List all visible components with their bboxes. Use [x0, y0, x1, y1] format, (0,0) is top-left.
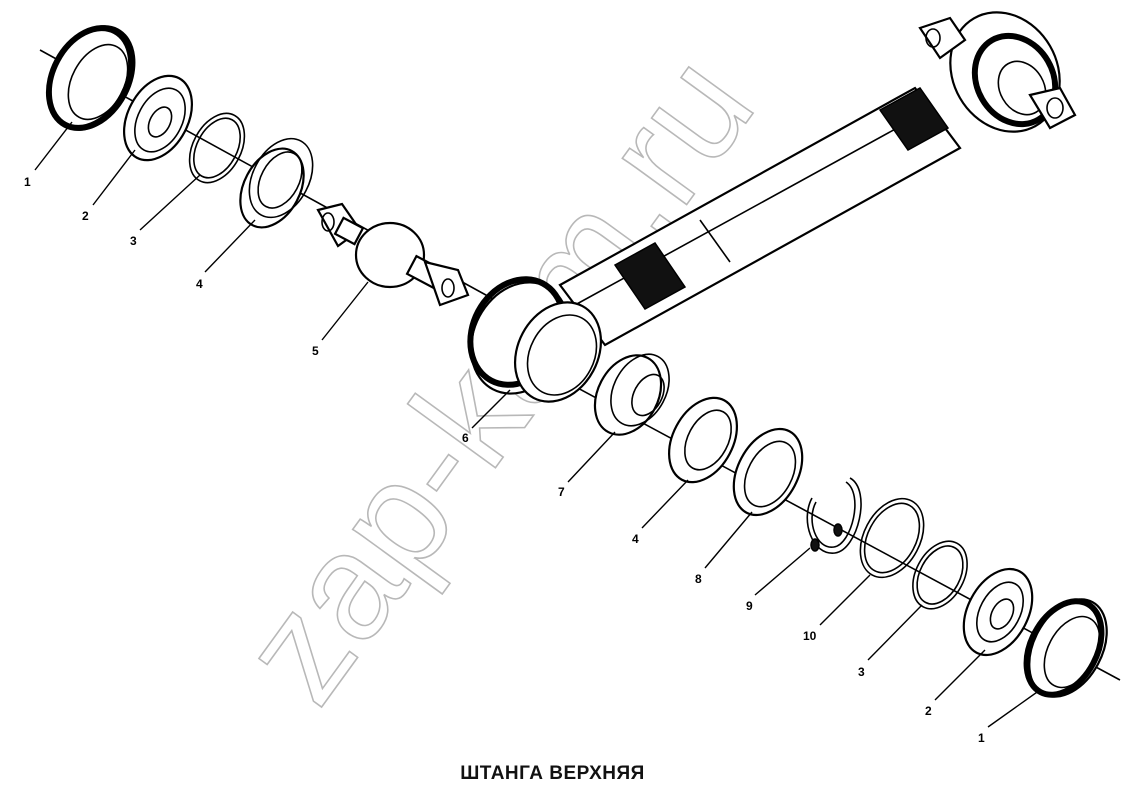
top-eye-inner	[997, 60, 1047, 116]
part-1-seal-upper	[45, 25, 136, 131]
rod-joint-line	[699, 219, 731, 263]
part-4-bushing-upper	[239, 137, 314, 229]
part-2-washer-upper	[123, 74, 193, 162]
callout-3-lower: 3	[858, 665, 865, 679]
part-7-bushing	[593, 353, 670, 436]
rod-top-eye	[918, 11, 1077, 133]
part-1-seal-lower	[1023, 598, 1108, 698]
top-pin-lug-left	[918, 16, 967, 60]
callout-labels: 1 2 3 4 5 6 7 4 8 9 10 3 2 1	[24, 175, 985, 745]
callout-9: 9	[746, 599, 753, 613]
part-9-snap-ring	[806, 477, 862, 554]
part-3-ring-upper	[188, 112, 246, 184]
callout-1-upper: 1	[24, 175, 31, 189]
part-3-ring-lower	[912, 540, 968, 610]
leader-lines	[34, 121, 1041, 728]
rod-knurl-upper	[878, 87, 950, 151]
part-10-washer	[859, 497, 925, 579]
part-8-washer	[732, 427, 804, 517]
top-pin-lug-left-hole	[925, 28, 941, 48]
callout-4-upper: 4	[196, 277, 203, 291]
rod-assembly	[558, 86, 962, 347]
part-6-rod-eye	[467, 276, 603, 403]
top-eye-seal	[971, 32, 1059, 128]
diagram-title: ШТАНГА ВЕРХНЯЯ	[460, 763, 645, 784]
top-pin-lug-right	[1028, 86, 1077, 130]
callout-2-upper: 2	[82, 209, 89, 223]
callout-3-upper: 3	[130, 234, 137, 248]
rod-knurl-lower	[613, 242, 687, 310]
callout-4-lower: 4	[632, 532, 639, 546]
callout-8: 8	[695, 572, 702, 586]
part-5-ball-pin	[316, 202, 470, 307]
callout-7: 7	[558, 485, 565, 499]
callout-6: 6	[462, 431, 469, 445]
callout-10: 10	[803, 629, 817, 643]
callout-1-lower: 1	[978, 731, 985, 745]
callout-2-lower: 2	[925, 704, 932, 718]
part-2-washer-lower	[962, 567, 1034, 657]
top-pin-lug-right-hole	[1046, 97, 1064, 119]
callout-5: 5	[312, 344, 319, 358]
part-4-bushing-lower	[668, 396, 738, 484]
